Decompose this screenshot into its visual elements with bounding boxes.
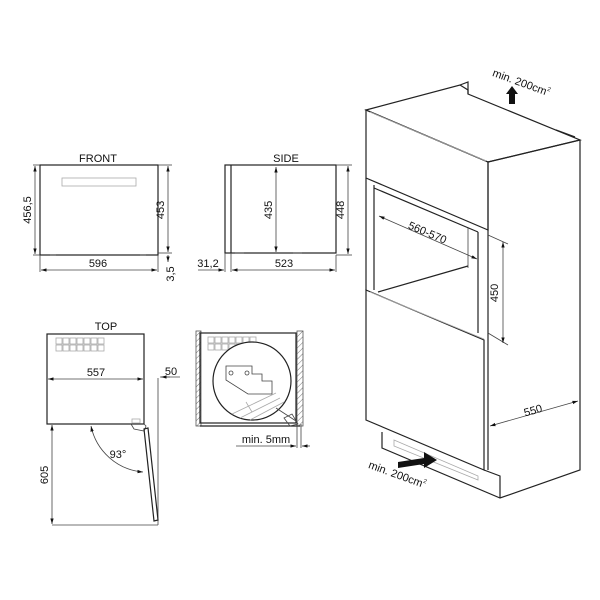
niche-height: 450 xyxy=(489,284,501,302)
installation-view: 560-570 450 550 min. 200cm2 min. 200cm2 xyxy=(364,67,582,499)
detail-magnifier xyxy=(212,341,292,421)
side-front-offset: 31,2 xyxy=(197,258,218,270)
front-body xyxy=(39,164,159,256)
front-display xyxy=(61,177,137,187)
front-height-right: 453 xyxy=(155,201,167,219)
top-door-thickness: 50 xyxy=(165,366,177,378)
side-body xyxy=(224,164,337,254)
niche-width: 560-570 xyxy=(406,220,448,247)
front-foot-gap: 3,5 xyxy=(165,266,177,281)
angle-arc xyxy=(90,425,144,474)
front-view: FRONT 456,5 453 596 3,5 xyxy=(22,153,177,282)
top-open-depth: 605 xyxy=(39,466,51,484)
top-title: TOP xyxy=(95,321,117,333)
top-door-angle: 93° xyxy=(110,449,127,461)
detail-gap-label: min. 5mm xyxy=(242,434,290,446)
front-title: FRONT xyxy=(79,153,117,165)
side-depth: 523 xyxy=(275,258,293,270)
side-outer-height: 448 xyxy=(335,201,347,219)
vent-top-label: min. 200cm2 xyxy=(491,67,552,99)
top-view: TOP 557 50 605 93° xyxy=(39,321,180,526)
side-view: SIDE 435 448 523 31,2 xyxy=(197,153,352,272)
top-width: 557 xyxy=(87,367,105,379)
front-height-left: 456,5 xyxy=(22,196,34,224)
door-open xyxy=(143,427,159,522)
front-width: 596 xyxy=(89,258,107,270)
side-title: SIDE xyxy=(273,153,299,165)
top-body xyxy=(46,333,145,425)
top-vent-grid xyxy=(55,337,105,352)
side-inner-height: 435 xyxy=(263,201,275,219)
detail-view: min. 5mm xyxy=(195,330,310,448)
cabinet-depth: 550 xyxy=(523,403,544,420)
